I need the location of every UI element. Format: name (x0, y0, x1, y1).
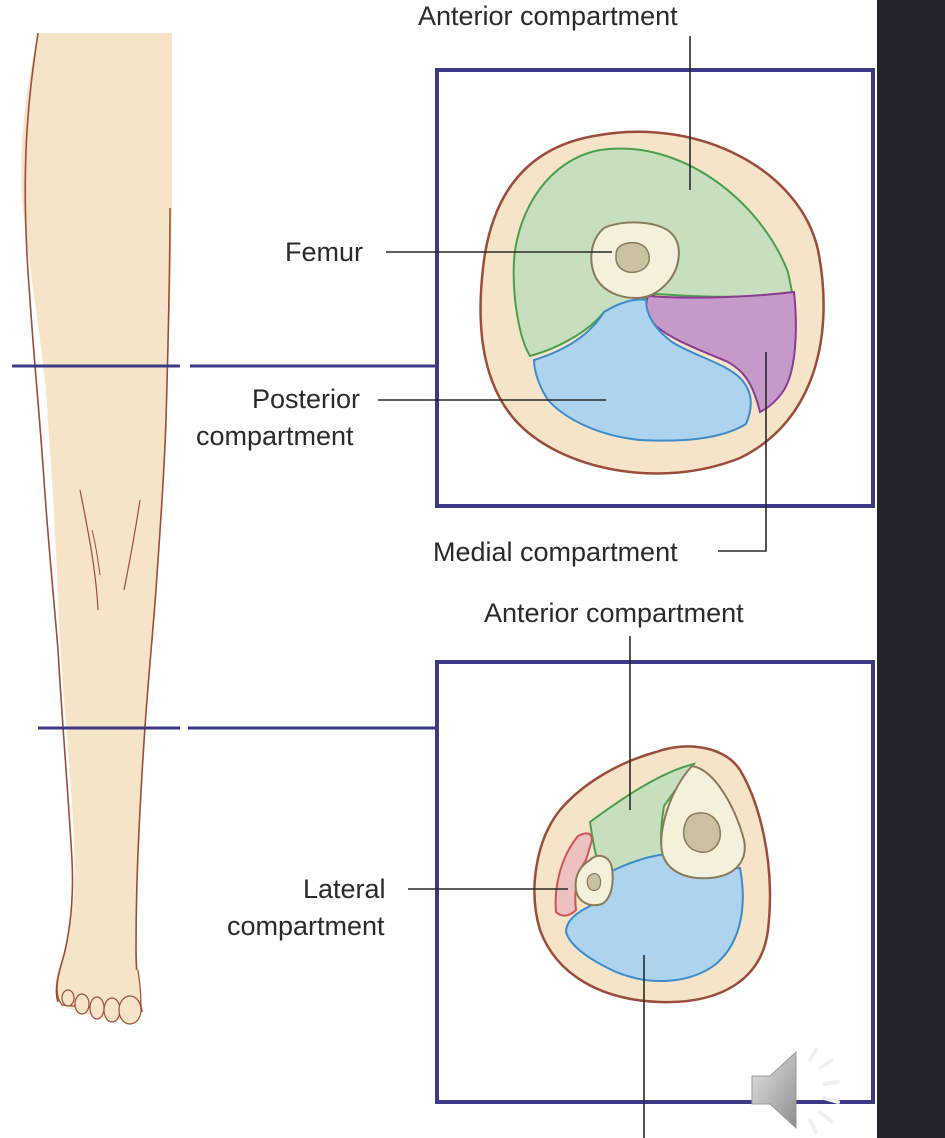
thigh-posterior-compartment (532, 298, 752, 442)
knee-contour-2 (123, 499, 141, 591)
femur-label: Femur (285, 237, 364, 267)
leg-cross-section (533, 745, 772, 1004)
toe-3 (89, 996, 105, 1020)
medial-compartment-label: Medial compartment (433, 537, 678, 567)
leg-section-frame (435, 660, 875, 1104)
tibia-marrow (682, 812, 721, 853)
thigh-cross-section (479, 130, 825, 475)
toe-1 (61, 989, 75, 1007)
toe-5 (118, 995, 142, 1025)
leader-medial (718, 352, 767, 552)
thigh-leader-lines (378, 36, 767, 552)
leg-left-contour (24, 32, 74, 1003)
leg-outline (21, 33, 173, 1021)
speaker-cone (751, 1050, 797, 1130)
leg-illustration (21, 32, 173, 1025)
speaker-icon[interactable] (748, 1040, 848, 1136)
toes (61, 989, 142, 1025)
leg-right-contour (135, 207, 171, 1013)
sound-waves-icon (808, 1048, 840, 1134)
posterior-label-line1: Posterior (252, 384, 361, 414)
fibula-marrow (586, 873, 602, 892)
leg-lateral-compartment (554, 832, 594, 917)
toe-2 (74, 993, 90, 1015)
knee-contour-3 (91, 529, 101, 576)
dark-side-panel (877, 0, 945, 1138)
posterior-label-line2: compartment (196, 421, 354, 451)
lower-anterior-compartment-label: Anterior compartment (484, 598, 744, 628)
leg-leader-lines (408, 636, 645, 1138)
knee-contour-1 (79, 489, 99, 611)
lateral-label-line1: Lateral (303, 874, 386, 904)
toe-4 (103, 997, 121, 1023)
femur-marrow (615, 241, 650, 274)
lateral-label-line2: compartment (227, 911, 385, 941)
section-lines (12, 364, 440, 730)
upper-anterior-compartment-label: Anterior compartment (418, 1, 678, 31)
